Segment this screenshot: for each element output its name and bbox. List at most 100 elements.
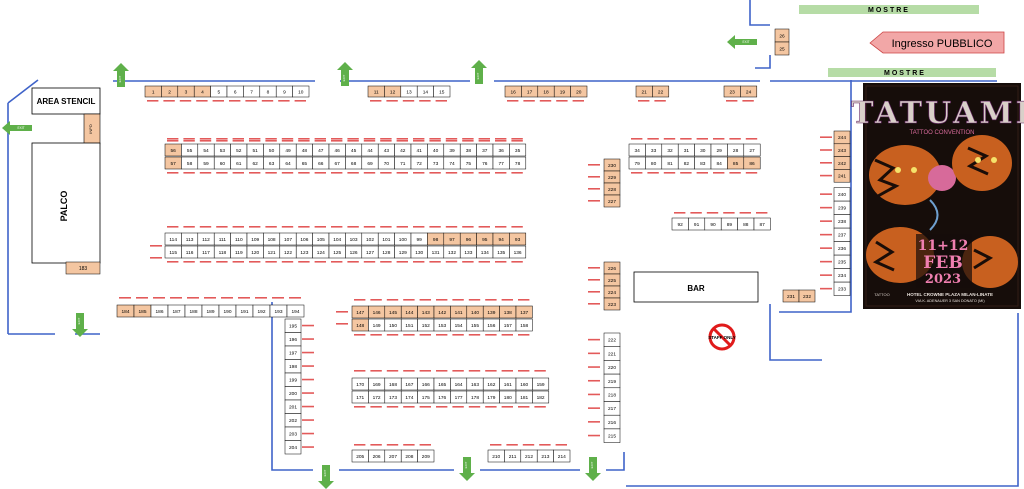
booth-92[interactable]: 92 bbox=[671, 217, 689, 231]
booth-16[interactable]: 16 bbox=[504, 85, 522, 98]
booth-196[interactable]: 196 bbox=[284, 332, 302, 347]
booth-208[interactable]: 208 bbox=[400, 449, 418, 463]
booth-161[interactable]: 161 bbox=[499, 377, 517, 391]
booth-24[interactable]: 24 bbox=[740, 85, 758, 98]
booth-88[interactable]: 88 bbox=[737, 217, 755, 231]
booth-25[interactable]: 25 bbox=[774, 41, 790, 56]
booth-11[interactable]: 11 bbox=[367, 85, 385, 98]
booth-33[interactable]: 33 bbox=[645, 143, 663, 157]
booth-151[interactable]: 151 bbox=[400, 318, 418, 332]
booth-89[interactable]: 89 bbox=[720, 217, 738, 231]
booth-160[interactable]: 160 bbox=[515, 377, 533, 391]
booth-31[interactable]: 31 bbox=[677, 143, 695, 157]
booth-190[interactable]: 190 bbox=[218, 304, 237, 318]
booth-45[interactable]: 45 bbox=[345, 143, 363, 157]
booth-205[interactable]: 205 bbox=[351, 449, 369, 463]
booth-136[interactable]: 136 bbox=[509, 245, 527, 259]
booth-51[interactable]: 51 bbox=[246, 143, 264, 157]
booth-8[interactable]: 8 bbox=[259, 85, 277, 98]
booth-220[interactable]: 220 bbox=[603, 360, 621, 375]
booth-98[interactable]: 98 bbox=[427, 232, 445, 246]
booth-102[interactable]: 102 bbox=[361, 232, 379, 246]
booth-125[interactable]: 125 bbox=[328, 245, 346, 259]
booth-216[interactable]: 216 bbox=[603, 414, 621, 430]
booth-207[interactable]: 207 bbox=[384, 449, 402, 463]
booth-139[interactable]: 139 bbox=[482, 305, 500, 319]
booth-118[interactable]: 118 bbox=[213, 245, 231, 259]
booth-77[interactable]: 77 bbox=[492, 156, 510, 170]
booth-36[interactable]: 36 bbox=[492, 143, 510, 157]
booth-94[interactable]: 94 bbox=[492, 232, 510, 246]
booth-145[interactable]: 145 bbox=[384, 305, 402, 319]
booth-135[interactable]: 135 bbox=[492, 245, 510, 259]
booth-162[interactable]: 162 bbox=[482, 377, 500, 391]
booth-79[interactable]: 79 bbox=[628, 156, 646, 170]
booth-204[interactable]: 204 bbox=[284, 440, 302, 455]
booth-35[interactable]: 35 bbox=[509, 143, 527, 157]
booth-228[interactable]: 228 bbox=[603, 182, 621, 196]
booth-121[interactable]: 121 bbox=[263, 245, 281, 259]
booth-81[interactable]: 81 bbox=[661, 156, 679, 170]
booth-19[interactable]: 19 bbox=[553, 85, 571, 98]
booth-157[interactable]: 157 bbox=[499, 318, 517, 332]
booth-174[interactable]: 174 bbox=[400, 390, 418, 404]
booth-106[interactable]: 106 bbox=[295, 232, 313, 246]
booth-211[interactable]: 211 bbox=[504, 449, 522, 463]
booth-229[interactable]: 229 bbox=[603, 170, 621, 184]
booth-182[interactable]: 182 bbox=[532, 390, 550, 404]
booth-185[interactable]: 185 bbox=[133, 304, 152, 318]
booth-163[interactable]: 163 bbox=[466, 377, 484, 391]
booth-126[interactable]: 126 bbox=[345, 245, 363, 259]
booth-4[interactable]: 4 bbox=[193, 85, 211, 98]
booth-26[interactable]: 26 bbox=[774, 28, 790, 43]
booth-236[interactable]: 236 bbox=[833, 241, 851, 256]
booth-152[interactable]: 152 bbox=[417, 318, 435, 332]
booth-101[interactable]: 101 bbox=[377, 232, 395, 246]
booth-39[interactable]: 39 bbox=[443, 143, 461, 157]
booth-203[interactable]: 203 bbox=[284, 426, 302, 441]
booth-149[interactable]: 149 bbox=[368, 318, 386, 332]
booth-191[interactable]: 191 bbox=[235, 304, 254, 318]
booth-57[interactable]: 57 bbox=[164, 156, 182, 170]
booth-237[interactable]: 237 bbox=[833, 227, 851, 242]
booth-114[interactable]: 114 bbox=[164, 232, 182, 246]
booth-91[interactable]: 91 bbox=[688, 217, 706, 231]
booth-183[interactable] bbox=[65, 261, 101, 275]
booth-117[interactable]: 117 bbox=[197, 245, 215, 259]
booth-219[interactable]: 219 bbox=[603, 373, 621, 389]
booth-37[interactable]: 37 bbox=[476, 143, 494, 157]
booth-221[interactable]: 221 bbox=[603, 346, 621, 361]
booth-178[interactable]: 178 bbox=[466, 390, 484, 404]
booth-130[interactable]: 130 bbox=[410, 245, 428, 259]
booth-32[interactable]: 32 bbox=[661, 143, 679, 157]
booth-58[interactable]: 58 bbox=[181, 156, 199, 170]
booth-226[interactable]: 226 bbox=[603, 261, 621, 275]
booth-13[interactable]: 13 bbox=[400, 85, 418, 98]
booth-233[interactable]: 233 bbox=[833, 281, 851, 296]
booth-209[interactable]: 209 bbox=[417, 449, 435, 463]
booth-100[interactable]: 100 bbox=[394, 232, 412, 246]
booth-29[interactable]: 29 bbox=[710, 143, 728, 157]
booth-171[interactable]: 171 bbox=[351, 390, 369, 404]
booth-134[interactable]: 134 bbox=[476, 245, 494, 259]
booth-49[interactable]: 49 bbox=[279, 143, 297, 157]
booth-142[interactable]: 142 bbox=[433, 305, 451, 319]
booth-10[interactable]: 10 bbox=[292, 85, 310, 98]
booth-23[interactable]: 23 bbox=[723, 85, 741, 98]
booth-154[interactable]: 154 bbox=[450, 318, 468, 332]
booth-180[interactable]: 180 bbox=[499, 390, 517, 404]
booth-133[interactable]: 133 bbox=[459, 245, 477, 259]
booth-231[interactable]: 231 bbox=[782, 289, 800, 303]
booth-210[interactable]: 210 bbox=[487, 449, 505, 463]
booth-46[interactable]: 46 bbox=[328, 143, 346, 157]
booth-240[interactable]: 240 bbox=[833, 187, 851, 202]
booth-164[interactable]: 164 bbox=[450, 377, 468, 391]
booth-50[interactable]: 50 bbox=[263, 143, 281, 157]
booth-150[interactable]: 150 bbox=[384, 318, 402, 332]
booth-193[interactable]: 193 bbox=[269, 304, 288, 318]
booth-18[interactable]: 18 bbox=[537, 85, 555, 98]
booth-238[interactable]: 238 bbox=[833, 214, 851, 229]
booth-166[interactable]: 166 bbox=[417, 377, 435, 391]
booth-243[interactable]: 243 bbox=[833, 143, 851, 157]
booth-80[interactable]: 80 bbox=[645, 156, 663, 170]
